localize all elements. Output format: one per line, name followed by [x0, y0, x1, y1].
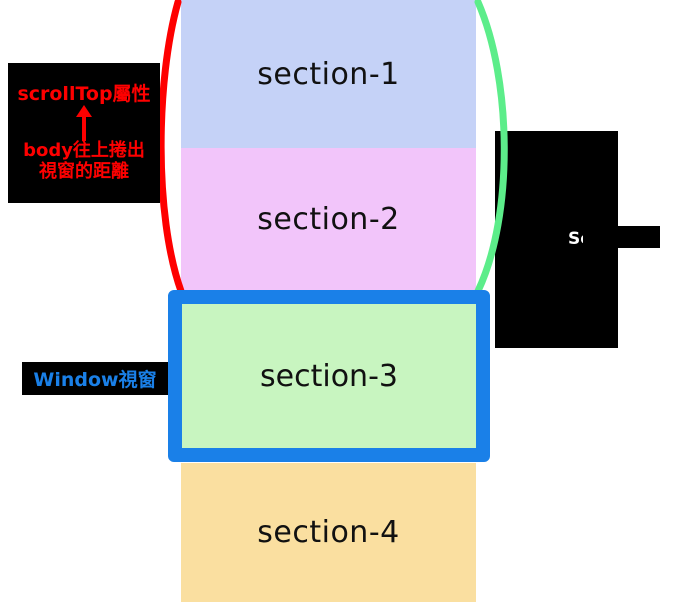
right-annotation-redaction-bar	[583, 226, 660, 248]
up-arrow-icon	[10, 105, 158, 142]
scrolltop-annotation-box: scrollTop屬性 body往上捲出 視窗的距離	[8, 63, 160, 203]
section-1-label: section-1	[257, 56, 400, 92]
scrolltop-annotation-line1: scrollTop屬性	[17, 83, 151, 106]
window-annotation-box: Window視窗	[22, 362, 168, 395]
section-4-label: section-4	[257, 515, 400, 550]
window-viewport-frame: section-3	[168, 290, 490, 462]
section-2-label: section-2	[257, 201, 400, 237]
section-3-block: section-3	[182, 304, 476, 448]
scrolltop-annotation-line3: 視窗的距離	[39, 160, 129, 182]
scrolltop-annotation-line2: body往上捲出	[23, 140, 145, 162]
window-annotation-label: Window視窗	[33, 369, 157, 391]
section-3-label: section-3	[260, 358, 398, 394]
left-red-curve	[157, 0, 185, 295]
section-2-block: section-2	[181, 148, 476, 290]
section-1-block: section-1	[181, 0, 476, 148]
section-4-block: section-4	[181, 463, 476, 602]
